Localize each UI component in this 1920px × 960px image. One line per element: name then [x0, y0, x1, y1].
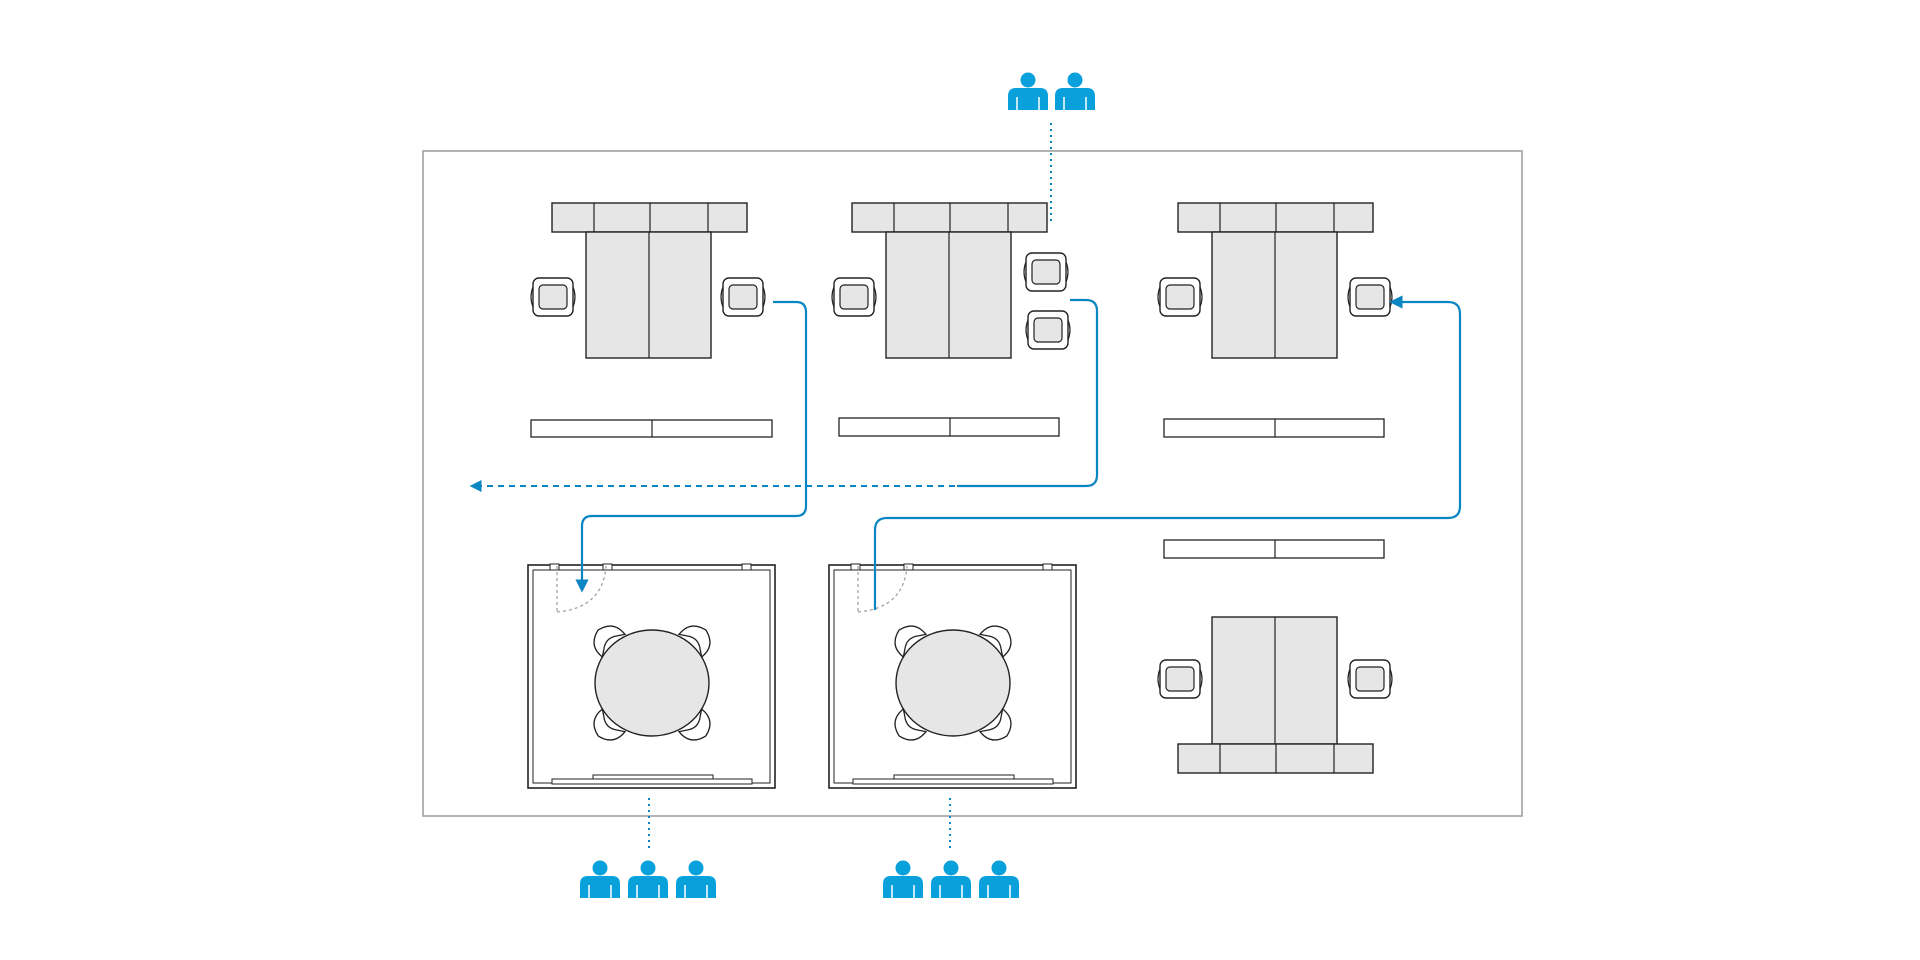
chair-icon	[1347, 659, 1393, 699]
chair-icon	[1025, 310, 1071, 350]
person-icon	[1054, 71, 1096, 111]
chair-icon	[1347, 277, 1393, 317]
office-room-outline	[422, 150, 1523, 817]
round-table-icon	[895, 629, 1011, 737]
storage-cabinet	[1163, 539, 1385, 559]
people-group-meeting-left	[579, 859, 717, 899]
round-table-icon	[594, 629, 710, 737]
path-meeting-room-right-to-desk	[873, 295, 1462, 610]
people-group-meeting-right	[882, 859, 1020, 899]
chair-icon	[1023, 252, 1069, 292]
person-icon	[882, 859, 924, 899]
whiteboard	[551, 778, 753, 785]
chair-icon	[530, 277, 576, 317]
chair-icon	[831, 277, 877, 317]
path-desk-to-meeting-room-left	[575, 300, 808, 593]
person-icon	[978, 859, 1020, 899]
door-swing	[857, 565, 908, 613]
chair-icon	[720, 277, 766, 317]
meeting-room-left	[527, 563, 776, 789]
storage-cabinet	[838, 417, 1060, 437]
person-icon	[675, 859, 717, 899]
person-icon	[627, 859, 669, 899]
path-desk-to-exit-solid	[957, 298, 1099, 488]
people-group-top-team	[1007, 71, 1096, 111]
person-icon	[579, 859, 621, 899]
whiteboard	[852, 778, 1054, 785]
door-swing	[556, 565, 607, 613]
desk-cluster-top-left	[530, 202, 773, 438]
desk-cluster-bottom-right	[1157, 539, 1393, 774]
desk-cluster-top-middle	[831, 202, 1071, 437]
chair-icon	[1157, 277, 1203, 317]
chair-icon	[1157, 659, 1203, 699]
meeting-room-right	[828, 563, 1077, 789]
person-icon	[1007, 71, 1049, 111]
storage-cabinet	[1163, 418, 1385, 438]
person-icon	[930, 859, 972, 899]
desk-cluster-top-right	[1157, 202, 1393, 438]
